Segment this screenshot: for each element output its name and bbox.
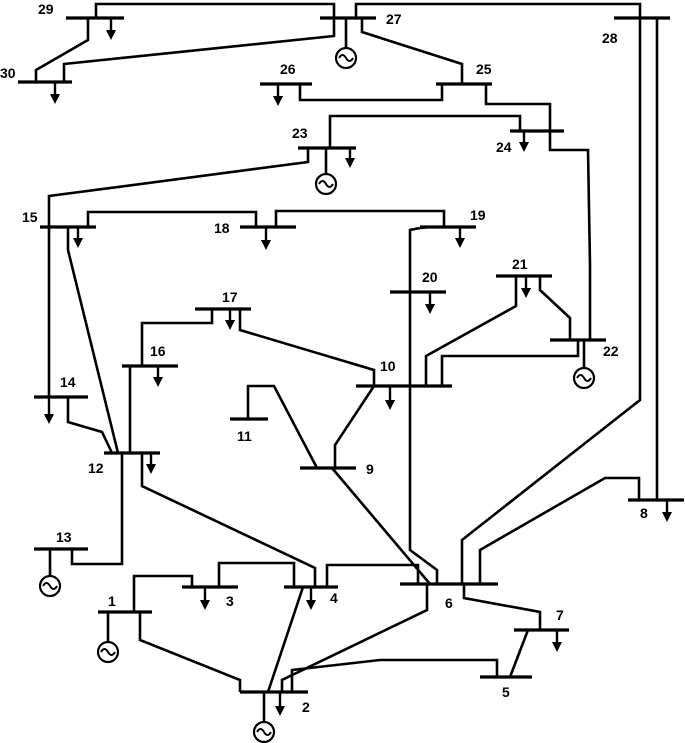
generators: [38, 18, 596, 743]
branch-27-30: [62, 18, 336, 82]
branch-25-27: [360, 18, 464, 84]
load-arrow-26: [273, 84, 283, 106]
bus-label-7: 7: [556, 607, 564, 623]
load-arrow-17: [225, 309, 235, 330]
bus-label-17: 17: [222, 289, 238, 305]
generator-symbol-27: [334, 18, 358, 70]
branch-1-2: [138, 612, 242, 692]
bus-label-2: 2: [302, 699, 310, 715]
branch-16-17: [140, 309, 214, 366]
bus-label-15: 15: [22, 209, 38, 225]
branch-10-17: [238, 309, 376, 386]
load-arrow-21: [521, 276, 531, 298]
bus-label-20: 20: [422, 269, 438, 285]
load-arrow-7: [552, 630, 562, 652]
bus-label-8: 8: [640, 505, 648, 521]
branch-6-28: [460, 18, 642, 584]
bus-label-12: 12: [88, 460, 104, 476]
bus-label-22: 22: [603, 343, 619, 359]
bus-label-18: 18: [214, 220, 230, 236]
branch-23-24: [328, 114, 522, 148]
load-arrow-29: [106, 18, 116, 40]
bus-labels: 1 2 3 4 5 6 7 8 9 10 11 12 13 14 15 16 1…: [0, 1, 648, 715]
branch-1-3: [132, 574, 194, 612]
generator-symbol-22: [572, 340, 596, 390]
branch-24-25: [484, 84, 552, 131]
branch-12-13: [70, 453, 124, 566]
branch-4-12: [140, 453, 317, 587]
generator-symbol-2: [252, 692, 276, 743]
branch-6-7: [462, 584, 542, 630]
branch-12-15: [66, 227, 120, 454]
branch-6-8: [478, 476, 641, 584]
load-arrow-19: [455, 227, 465, 248]
bus-label-14: 14: [60, 374, 76, 390]
load-arrow-8: [662, 500, 672, 522]
bus-label-1: 1: [108, 593, 116, 609]
generator-symbol-1: [96, 612, 120, 664]
branch-lines: [34, 2, 659, 693]
branch-4-6: [325, 563, 420, 587]
bus-label-3: 3: [226, 593, 234, 609]
bus-label-29: 29: [38, 1, 54, 17]
branch-27-29: [94, 2, 336, 18]
branch-12-14: [66, 397, 114, 454]
branch-6-10: [408, 386, 439, 584]
bus-label-21: 21: [512, 256, 528, 272]
load-arrow-2: [275, 692, 285, 716]
branch-15-23: [47, 148, 310, 227]
branch-9-11: [246, 384, 319, 469]
bus-label-16: 16: [150, 343, 166, 359]
branch-10-21: [424, 276, 518, 386]
branch-22-24: [548, 131, 592, 340]
branch-15-18: [86, 210, 258, 227]
bus-label-19: 19: [470, 207, 486, 223]
load-arrow-20: [425, 292, 435, 314]
bus-label-30: 30: [0, 65, 16, 81]
branch-6-9: [331, 467, 431, 585]
bus-bars: [18, 16, 684, 694]
bus-label-27: 27: [386, 11, 402, 27]
load-arrow-10: [385, 386, 395, 410]
load-arrow-18: [261, 227, 271, 250]
bus-label-25: 25: [476, 61, 492, 77]
load-arrow-12: [146, 453, 156, 474]
branch-2-4: [266, 586, 305, 693]
load-arrow-4: [306, 587, 316, 610]
branch-2-5: [290, 658, 499, 692]
branch-25-26: [298, 84, 444, 102]
loads: [44, 18, 672, 716]
bus-label-6: 6: [445, 595, 453, 611]
branch-18-19: [274, 209, 446, 227]
bus-label-13: 13: [56, 529, 72, 545]
branch-9-10: [333, 385, 376, 468]
generator-symbol-23: [314, 148, 338, 196]
bus-label-23: 23: [292, 125, 308, 141]
bus-label-26: 26: [280, 61, 296, 77]
bus-label-5: 5: [502, 684, 510, 700]
branch-21-22: [538, 276, 572, 340]
bus-label-11: 11: [237, 428, 252, 444]
generator-symbol-13: [38, 549, 62, 598]
load-arrow-24: [519, 131, 529, 152]
branch-5-7: [508, 629, 530, 678]
bus-label-28: 28: [602, 30, 618, 46]
load-arrow-15: [73, 227, 83, 248]
load-arrow-3: [200, 587, 210, 610]
bus-label-10: 10: [380, 358, 396, 374]
branch-10-20: [408, 226, 421, 386]
branch-3-4: [217, 561, 296, 587]
branch-27-28: [354, 2, 642, 18]
branch-29-30: [34, 18, 90, 82]
load-arrow-30: [50, 82, 60, 104]
branch-10-22: [440, 340, 580, 386]
branch-2-6: [280, 584, 429, 692]
load-arrow-16: [153, 366, 163, 387]
load-arrow-23: [345, 148, 355, 168]
bus-label-4: 4: [330, 590, 338, 606]
bus-label-9: 9: [366, 461, 374, 477]
bus-label-24: 24: [496, 139, 512, 155]
load-arrow-14: [44, 397, 54, 424]
